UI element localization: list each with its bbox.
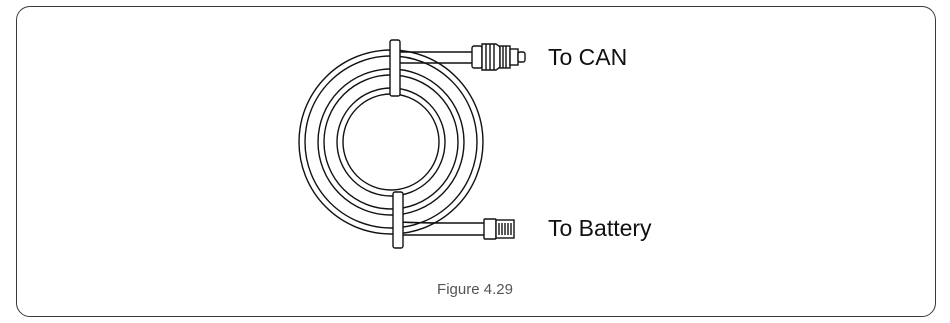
top-cable-tie	[389, 39, 401, 97]
bottom-cable-tie	[392, 191, 404, 249]
to-can-label: To CAN	[548, 44, 628, 70]
figure-frame	[16, 6, 936, 317]
battery-cable-lead	[398, 221, 484, 236]
can-cable-lead	[396, 51, 472, 64]
coil-inner-ring-inner-edge	[342, 93, 440, 191]
figure-caption: Figure 4.29	[437, 281, 513, 298]
coil-inner-ring	[336, 87, 446, 197]
battery-rj45-connector-icon	[483, 218, 515, 240]
to-battery-label: To Battery	[548, 215, 652, 241]
can-connector-icon	[471, 43, 526, 71]
